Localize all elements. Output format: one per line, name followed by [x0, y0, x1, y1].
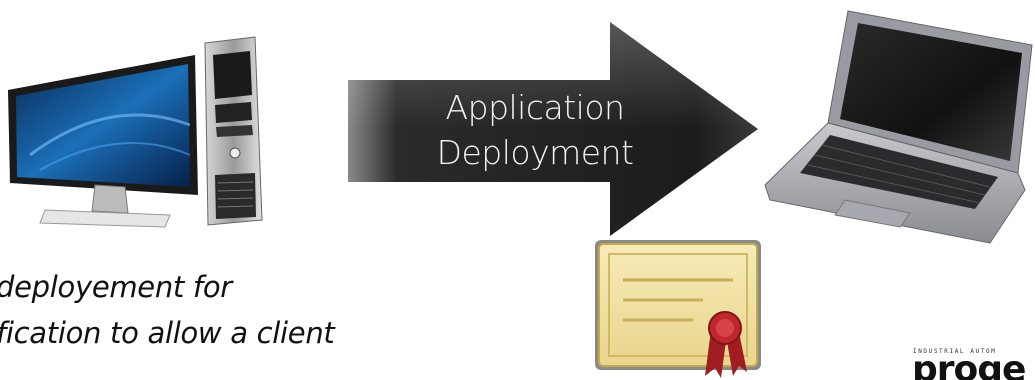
arrow-label-line2: Deployment [436, 133, 634, 172]
logo-tagline: INDUSTRIAL AUTOM [913, 348, 997, 355]
logo-wordmark: proge [912, 349, 1026, 380]
company-logo: INDUSTRIAL AUTOM proge [912, 345, 1035, 380]
laptop-icon [764, 10, 1033, 244]
certificate-icon [595, 240, 761, 378]
caption-line1: deployement for [0, 270, 232, 304]
caption-line2: fication to allow a client [0, 316, 335, 350]
arrow-icon [348, 22, 758, 236]
arrow-label-line1: Application [445, 88, 625, 127]
desktop-computer-icon [8, 36, 263, 228]
